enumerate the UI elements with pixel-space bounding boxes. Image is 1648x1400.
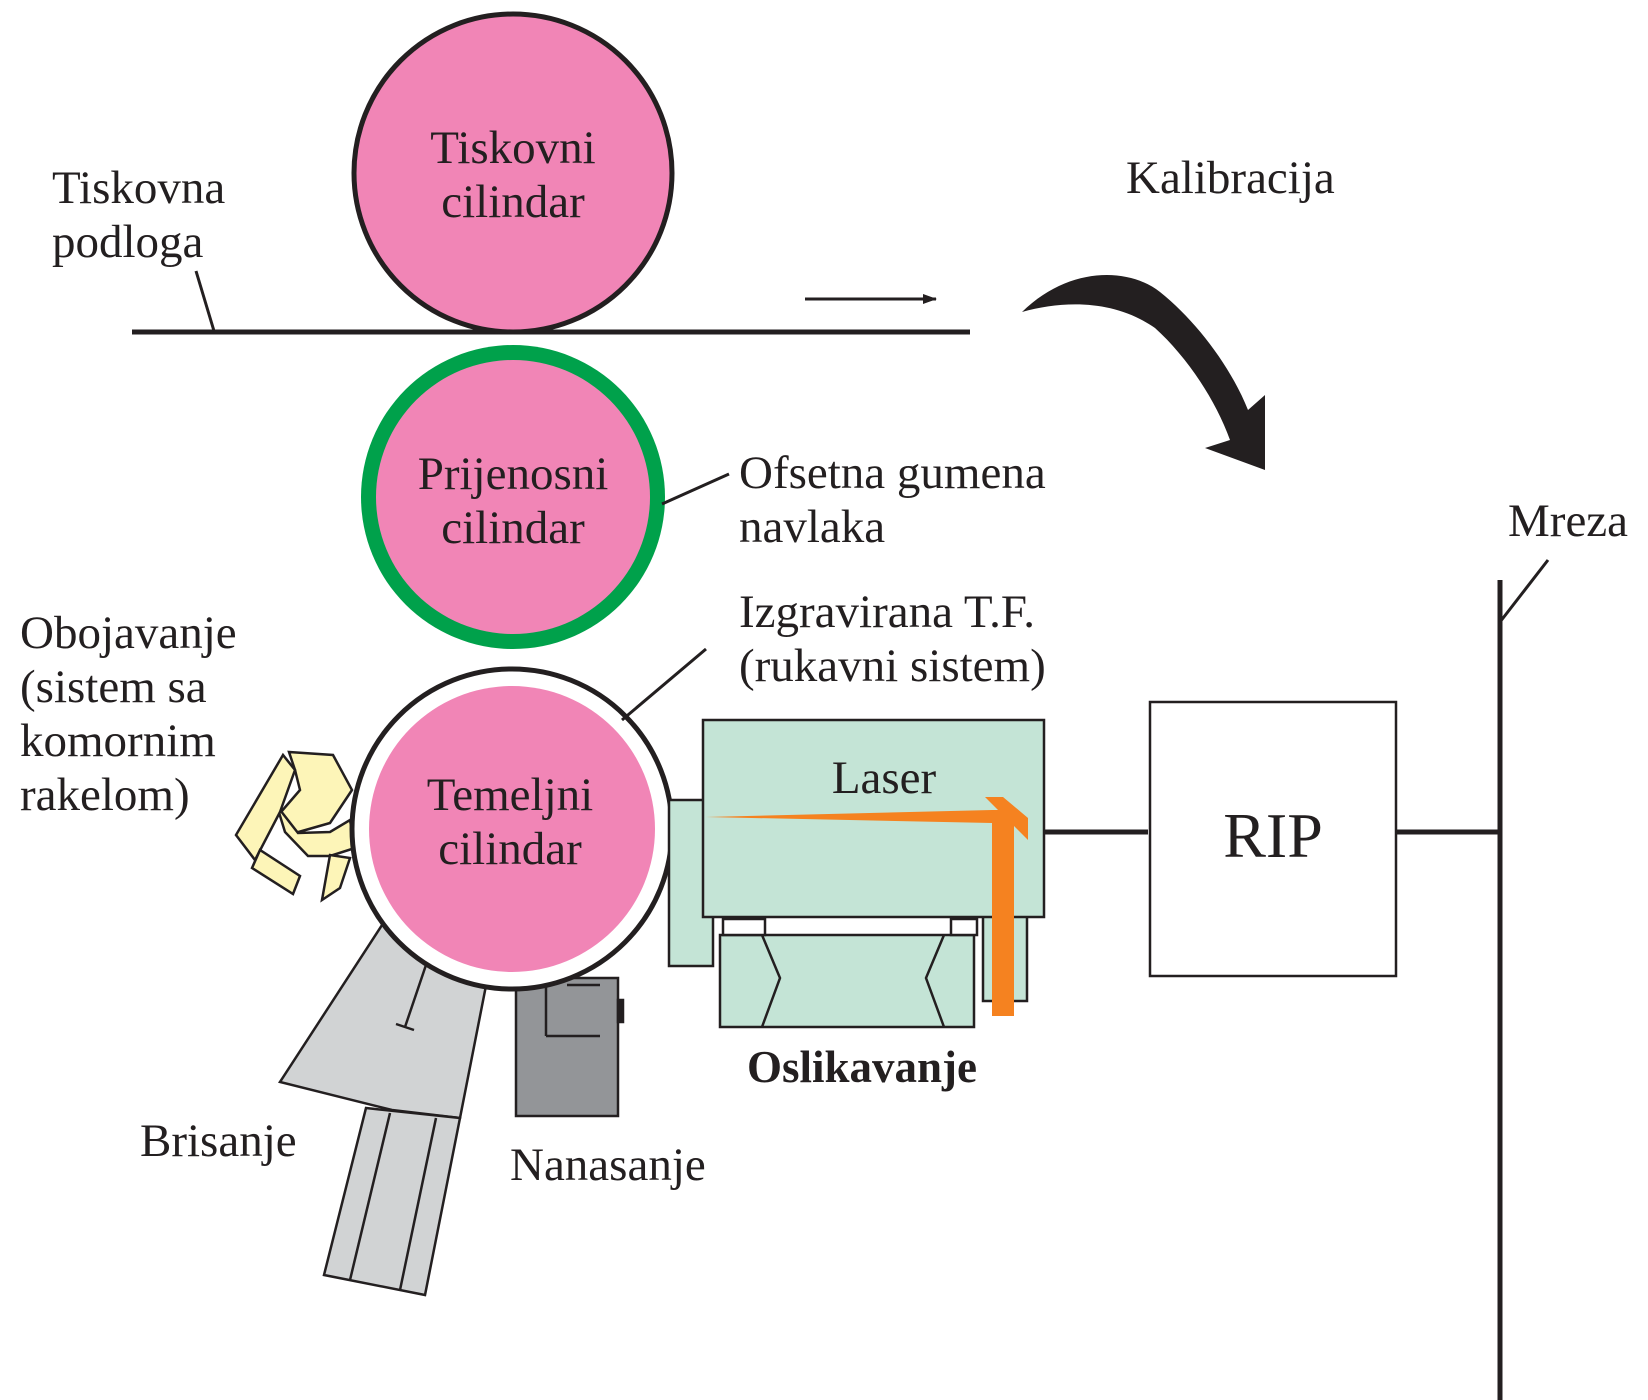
impression-cylinder: Tiskovni cilindar [351, 11, 675, 335]
inking-unit [234, 750, 357, 903]
transfer-cylinder: Prijenosni cilindar [361, 345, 665, 649]
base-cylinder-label-2: cilindar [438, 823, 582, 875]
calibration-label: Kalibracija [1126, 152, 1335, 204]
blanket-leader [661, 472, 730, 506]
curved-arrow-icon [1022, 274, 1265, 470]
coating-unit [514, 976, 625, 1118]
network-leader [1498, 559, 1550, 623]
engraved-plate-leader [621, 647, 707, 722]
engraved-plate-label-2: (rukavni sistem) [739, 640, 1046, 692]
laser-beam [706, 797, 1028, 1016]
impression-cylinder-label-1: Tiskovni [430, 122, 595, 174]
wiping-label: Brisanje [140, 1115, 297, 1167]
coating-label: Nanasanje [510, 1139, 706, 1191]
inking-label-4: rakelom) [20, 769, 190, 821]
inking-label-1: Obojavanje [20, 607, 237, 659]
rip-label: RIP [1223, 800, 1323, 871]
impression-cylinder-label-2: cilindar [441, 176, 585, 228]
base-cylinder-label-1: Temeljni [427, 769, 593, 821]
transfer-cylinder-label-2: cilindar [441, 502, 585, 554]
inking-label-3: komornim [20, 715, 216, 767]
laser-label: Laser [832, 752, 937, 804]
substrate-label-1: Tiskovna [52, 162, 225, 214]
network-label: Mreza [1508, 495, 1628, 547]
blanket-label-1: Ofsetna gumena [739, 447, 1046, 499]
substrate-leader [194, 270, 216, 332]
rip-box [1148, 700, 1398, 978]
substrate-label-2: podloga [52, 216, 204, 268]
imaging-label: Oslikavanje [747, 1042, 977, 1092]
inking-label-2: (sistem sa [20, 661, 207, 713]
blanket-label-2: navlaka [739, 501, 885, 553]
transfer-cylinder-label-1: Prijenosni [418, 448, 609, 500]
engraved-plate-label-1: Izgravirana T.F. [739, 586, 1035, 638]
